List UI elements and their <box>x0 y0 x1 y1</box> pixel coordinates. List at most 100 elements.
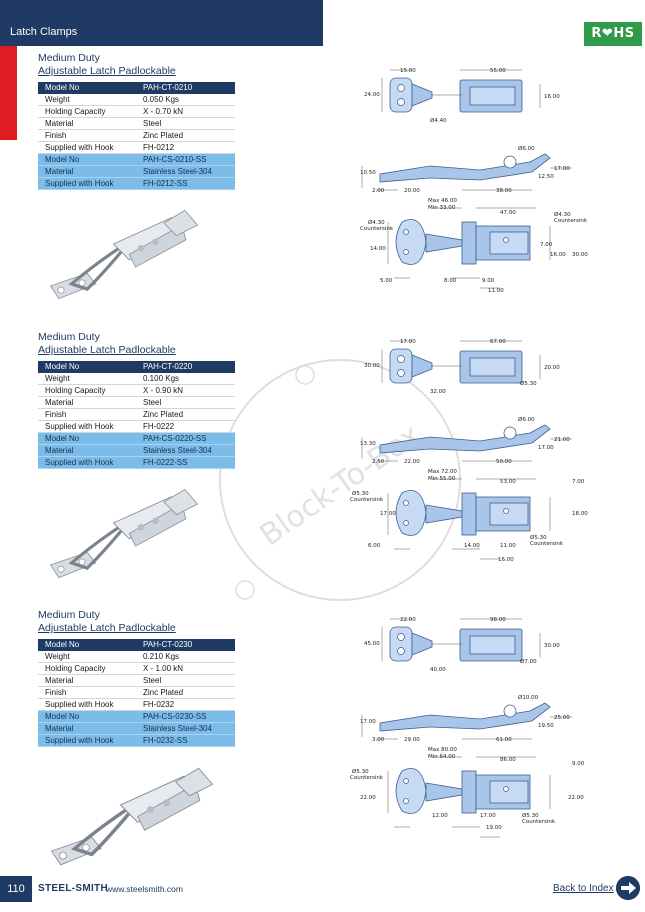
dimension-label: 45.00 <box>364 641 380 647</box>
dimension-label: Ø5.30 <box>530 534 547 541</box>
spec-key: Material <box>38 165 136 179</box>
dimension-label: 6.00 <box>368 543 381 549</box>
dimension-label: 19.50 <box>538 723 554 729</box>
dimension-label: 14.00 <box>464 543 480 549</box>
dimension-label: Ø4.30 <box>368 219 385 226</box>
spec-value: X - 1.00 kN <box>136 662 235 676</box>
arrow-right-icon[interactable] <box>616 876 640 900</box>
spec-key: Material <box>38 396 136 410</box>
spec-key: Holding Capacity <box>38 105 136 119</box>
dimension-label: 17.00 <box>538 445 554 451</box>
header-bar: Latch Clamps <box>0 0 323 46</box>
brand-name: STEEL-SMITH <box>38 883 108 894</box>
section-subheading: Adjustable Latch Padlockable <box>38 622 176 634</box>
dimension-label: Max 80.00 <box>428 747 457 753</box>
watermark: Block-To-Box <box>219 359 461 601</box>
spec-value: PAH-CT-0230 <box>136 639 235 652</box>
dimension-label: 19.00 <box>486 825 502 831</box>
spec-value: FH-0232-SS <box>136 734 235 748</box>
spec-key: Model No <box>38 153 136 167</box>
dimension-label: 20.00 <box>544 365 560 371</box>
dimension-label: 7.00 <box>572 479 585 485</box>
spec-key: Finish <box>38 686 136 700</box>
top-view <box>381 340 541 384</box>
dimension-label: 38.00 <box>496 188 512 194</box>
top-view <box>381 618 541 662</box>
spec-key: Weight <box>38 372 136 386</box>
spec-key: Model No <box>38 710 136 724</box>
spec-key: Holding Capacity <box>38 662 136 676</box>
spec-value: Stainless Steel-304 <box>136 444 235 458</box>
dimension-label: Ø5.30 <box>352 768 369 775</box>
footer: 110 STEEL-SMITH www.steelsmith.com Back … <box>0 876 645 912</box>
dimension-label: 16.00 <box>544 94 560 100</box>
spec-key: Model No <box>38 639 136 652</box>
dimension-label: Ø6.00 <box>518 145 535 152</box>
spec-value: X - 0.70 kN <box>136 105 235 119</box>
spec-key: Supplied with Hook <box>38 734 136 748</box>
spec-value: PAH-CT-0220 <box>136 361 235 374</box>
spec-value: FH-0232 <box>136 698 235 712</box>
spec-value: Zinc Plated <box>136 129 235 143</box>
dimension-label: 25.00 <box>554 715 570 721</box>
dimension-label: Ø6.00 <box>518 416 535 423</box>
spec-key: Model No <box>38 82 136 95</box>
spec-value: Stainless Steel-304 <box>136 722 235 736</box>
dimension-label: Ø5.30 <box>352 490 369 497</box>
dimension-label: Countersink <box>530 541 564 547</box>
spec-value: X - 0.90 kN <box>136 384 235 398</box>
dimension-label: 16.00 <box>550 252 566 258</box>
spec-value: Zinc Plated <box>136 686 235 700</box>
dimension-label: 67.00 <box>490 339 506 345</box>
dimension-label: Ø4.40 <box>430 117 447 124</box>
back-to-index-link[interactable]: Back to Index <box>553 883 614 894</box>
spec-value: PAH-CS-0230-SS <box>136 710 235 724</box>
section-subheading: Adjustable Latch Padlockable <box>38 344 176 356</box>
side-view <box>361 153 572 191</box>
dimension-label: 3.00 <box>372 737 385 743</box>
dimension-label: Min 33.00 <box>428 205 456 211</box>
dimension-label: Ø7.00 <box>520 658 537 665</box>
page-title: Latch Clamps <box>10 26 78 38</box>
dimension-label: 11.00 <box>500 543 516 549</box>
spec-value: FH-0222 <box>136 420 235 434</box>
section-heading: Medium Duty <box>38 609 100 621</box>
dimension-label: 22.00 <box>404 459 420 465</box>
dimension-label: 16.00 <box>498 557 514 563</box>
top-view <box>381 69 541 113</box>
dimension-label: 47.00 <box>500 210 516 216</box>
dimension-label: 2.50 <box>372 459 385 465</box>
section-subheading: Adjustable Latch Padlockable <box>38 65 176 77</box>
product-photo <box>40 481 208 602</box>
spec-value: FH-0212 <box>136 141 235 155</box>
dimension-label: 22.00 <box>568 795 584 801</box>
spec-value: FH-0222-SS <box>136 456 235 470</box>
dimension-label: 7.00 <box>540 242 553 248</box>
dimension-label: 29.00 <box>404 737 420 743</box>
dimension-label: 30.00 <box>544 643 560 649</box>
dimension-label: Countersink <box>350 775 384 781</box>
dimension-label: 5.00 <box>380 278 393 284</box>
dimension-label: 20.00 <box>404 188 420 194</box>
dimension-label: 15.00 <box>400 68 416 74</box>
spec-key: Supplied with Hook <box>38 177 136 191</box>
website-link[interactable]: www.steelsmith.com <box>106 884 183 894</box>
plan-view <box>387 756 551 838</box>
dimension-label: 9.00 <box>482 278 495 284</box>
dimension-label: 17.00 <box>380 511 396 517</box>
spec-key: Supplied with Hook <box>38 141 136 155</box>
dimension-label: Countersink <box>522 819 556 825</box>
